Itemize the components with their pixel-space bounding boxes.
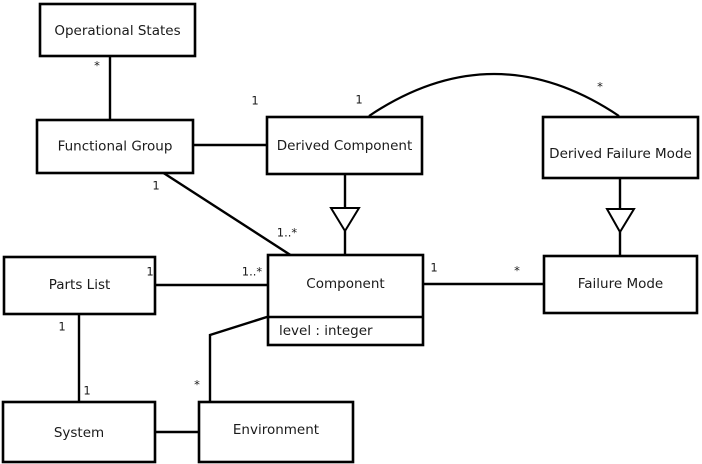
- multiplicity-operational-states: *: [94, 59, 100, 73]
- class-name-component: Component: [306, 276, 384, 292]
- association-derived-component-derived-failure-mode[interactable]: [368, 73, 620, 117]
- multiplicity-component-functional-group: 1..*: [277, 226, 298, 240]
- multiplicity-arc-derived-component: 1: [355, 93, 362, 107]
- multiplicity-component-failure-mode: 1: [430, 261, 437, 275]
- generalization-links: [329, 174, 636, 257]
- multiplicity-labels: * 1 1 1..* 1 * 1 1..* 1 * 1 1 *: [58, 59, 603, 398]
- generalization-derived-component-component[interactable]: [329, 174, 361, 256]
- class-box-component[interactable]: Component level : integer: [266, 253, 425, 347]
- class-name-functional-group: Functional Group: [58, 139, 173, 155]
- generalization-triangle-icon: [329, 207, 361, 233]
- class-name-system: System: [54, 425, 104, 441]
- multiplicity-functional-group-component: 1: [152, 179, 159, 193]
- multiplicity-derived-component-left: 1: [251, 94, 258, 108]
- class-box-parts-list[interactable]: Parts List: [2, 255, 157, 316]
- class-box-derived-component[interactable]: Derived Component: [265, 115, 424, 176]
- class-name-derived-component: Derived Component: [277, 138, 413, 154]
- class-box-environment[interactable]: Environment: [197, 400, 355, 464]
- generalization-derived-failure-mode-failure-mode[interactable]: [605, 178, 636, 257]
- generalization-triangle-icon: [605, 208, 636, 234]
- class-box-system[interactable]: System: [1, 400, 157, 464]
- multiplicity-environment-component: *: [194, 378, 200, 392]
- association-lines: [77, 56, 620, 434]
- association-environment-component[interactable]: [208, 314, 271, 403]
- multiplicity-failure-mode-component: *: [514, 264, 520, 278]
- class-box-derived-failure-mode[interactable]: Derived Failure Mode: [541, 115, 700, 180]
- class-name-parts-list: Parts List: [49, 277, 111, 293]
- class-name-derived-failure-mode: Derived Failure Mode: [549, 146, 692, 162]
- multiplicity-system-parts-list: 1: [83, 384, 90, 398]
- class-box-operational-states[interactable]: Operational States: [38, 2, 197, 58]
- class-name-environment: Environment: [233, 422, 319, 438]
- multiplicity-parts-list-component: 1: [146, 265, 153, 279]
- multiplicity-component-parts-list: 1..*: [242, 265, 263, 279]
- class-attribute-level: level : integer: [279, 323, 373, 339]
- class-box-functional-group[interactable]: Functional Group: [35, 118, 195, 175]
- multiplicity-arc-derived-failure-mode: *: [597, 80, 603, 94]
- class-box-failure-mode[interactable]: Failure Mode: [542, 254, 699, 315]
- association-functional-group-component[interactable]: [161, 170, 293, 258]
- class-name-operational-states: Operational States: [54, 23, 180, 39]
- class-name-failure-mode: Failure Mode: [578, 276, 664, 292]
- multiplicity-parts-list-system: 1: [58, 320, 65, 334]
